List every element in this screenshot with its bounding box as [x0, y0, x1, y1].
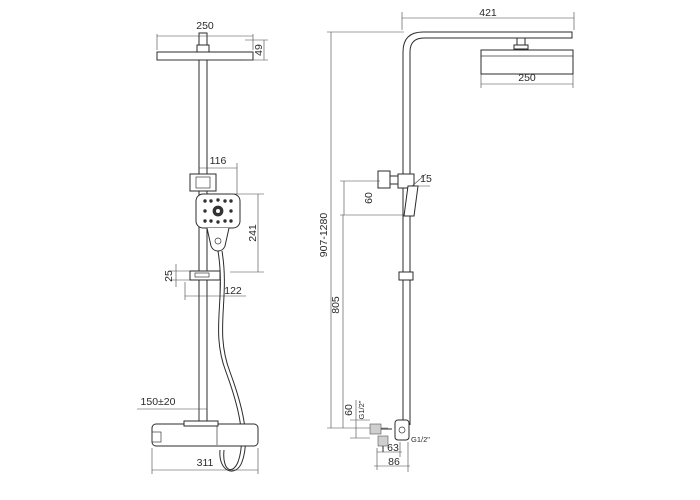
front-wall-gap-dimension: 150±20: [137, 396, 207, 420]
side-hose-clip: [398, 271, 414, 281]
front-hose: [217, 250, 247, 472]
inlet-left-label: 60: [343, 404, 355, 416]
side-column-height-dimension: 805: [330, 215, 344, 428]
bracket-drop-label: 60: [363, 192, 375, 204]
side-view: 907-1280 421 250: [318, 7, 575, 472]
side-inlet-dimensions: 63 86: [374, 442, 410, 472]
front-mixer: [151, 420, 259, 447]
front-shower-head: [156, 32, 254, 61]
handshower-length-label: 241: [247, 224, 259, 242]
side-overall-height-dimension: 907-1280: [318, 31, 404, 429]
front-column: [198, 60, 208, 422]
front-head-height-dimension: 49: [245, 39, 268, 61]
side-left-inlet: 60 G1/2": [343, 400, 392, 439]
front-view: 250 49: [137, 20, 268, 474]
front-head-width-dimension: 250: [156, 20, 254, 50]
handshower-offset-label: 116: [210, 155, 227, 167]
front-holder-dimensions: 25 122: [163, 264, 246, 300]
side-shower-head: [480, 37, 574, 75]
inlet-total-label: 86: [388, 456, 400, 468]
bracket-angle-label: 15: [420, 173, 432, 185]
thread-right-label: G1/2": [411, 435, 430, 444]
side-head-width-label: 250: [518, 72, 536, 84]
holder-width-label: 122: [224, 285, 242, 297]
spray-nozzles: [203, 198, 233, 224]
column-height-label: 805: [330, 296, 342, 314]
front-holder: [189, 270, 221, 281]
wall-gap-label: 150±20: [141, 396, 176, 408]
front-mixer-width-dimension: 311: [151, 448, 259, 474]
front-slide-bracket: [189, 173, 217, 192]
arm-projection-label: 421: [479, 7, 497, 19]
holder-height-label: 25: [163, 270, 175, 282]
side-head-width-dimension: 250: [480, 72, 574, 88]
thread-left-label: G1/2": [357, 400, 366, 419]
side-arm-projection-dimension: 421: [401, 7, 575, 30]
inlet-depth-label: 63: [387, 442, 399, 454]
height-range-label: 907-1280: [318, 213, 330, 258]
side-bottom-inlet: G1/2": [377, 435, 430, 452]
mixer-width-label: 311: [197, 457, 214, 469]
front-head-width-label: 250: [196, 20, 214, 32]
side-column-arm: [402, 31, 573, 425]
front-head-height-label: 49: [253, 44, 265, 56]
front-hand-shower: [195, 193, 241, 252]
side-mixer: [394, 419, 410, 441]
front-handshower-dimensions: 116 241: [199, 155, 264, 273]
side-bracket-dimensions: 60 15: [340, 173, 432, 216]
side-slide-bracket: [377, 170, 419, 217]
